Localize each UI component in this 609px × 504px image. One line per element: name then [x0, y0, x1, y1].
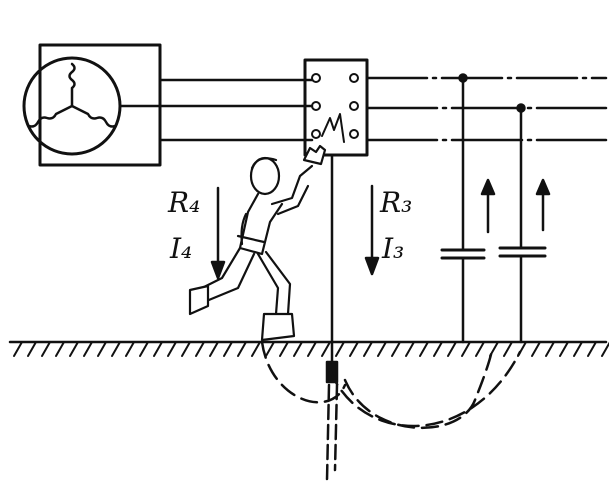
hatch-mark	[195, 341, 205, 357]
hatch-mark	[573, 341, 583, 357]
hatch-mark	[139, 341, 149, 357]
hatch-mark	[601, 341, 609, 357]
hatch-mark	[587, 341, 597, 357]
hatch-mark	[503, 341, 513, 357]
phase-lines	[118, 43, 314, 142]
terminal-right-1	[349, 73, 359, 83]
capacitive-current-arrows	[480, 178, 551, 234]
hatch-mark	[153, 341, 163, 357]
ground-current-arrow	[364, 184, 380, 276]
person-icon	[188, 144, 327, 342]
hatch-mark	[13, 341, 23, 357]
hatch-mark	[279, 341, 289, 357]
label-r3: R₃	[379, 186, 412, 219]
terminal-left-2	[311, 101, 321, 111]
hatch-mark	[559, 341, 569, 357]
hatch-mark	[237, 341, 247, 357]
terminal-left-3	[311, 129, 321, 139]
ground-hatch-icon	[8, 340, 609, 357]
hatch-mark	[27, 341, 37, 357]
capacitor-1	[440, 76, 486, 344]
hatch-mark	[69, 341, 79, 357]
phase-line-1	[158, 43, 314, 82]
terminal-right-3	[349, 129, 359, 139]
hatch-mark	[349, 341, 359, 357]
hatch-mark	[97, 341, 107, 357]
hatch-mark	[447, 341, 457, 357]
hatch-mark	[223, 341, 233, 357]
hatch-mark	[209, 341, 219, 357]
hatch-mark	[111, 341, 121, 357]
fault-spark-icon	[321, 113, 345, 143]
label-i4: I₄	[169, 232, 192, 265]
hatch-mark	[293, 341, 303, 357]
hatch-mark	[181, 341, 191, 357]
hatch-mark	[167, 341, 177, 357]
hatch-mark	[307, 341, 317, 357]
generator-wye-icon	[27, 62, 117, 128]
hatch-mark	[335, 341, 345, 357]
hatch-mark	[433, 341, 443, 357]
hatch-mark	[475, 341, 485, 357]
hatch-mark	[405, 341, 415, 357]
label-r4: R₄	[167, 186, 200, 219]
output-lines	[365, 73, 608, 142]
hatch-mark	[531, 341, 541, 357]
hatch-mark	[461, 341, 471, 357]
hatch-mark	[377, 341, 387, 357]
hatch-mark	[321, 341, 331, 357]
terminal-left-1	[311, 73, 321, 83]
hatch-mark	[83, 341, 93, 357]
hatch-mark	[125, 341, 135, 357]
hatch-mark	[55, 341, 65, 357]
capacitor-2	[498, 106, 547, 344]
soil-current-path	[260, 340, 522, 430]
hatch-mark	[419, 341, 429, 357]
label-i3: I₃	[381, 232, 404, 265]
hatch-mark	[251, 341, 261, 357]
ground-electrode	[325, 153, 339, 482]
hatch-mark	[265, 341, 275, 357]
terminal-right-2	[349, 101, 359, 111]
hatch-mark	[41, 341, 51, 357]
hatch-mark	[545, 341, 555, 357]
hatch-mark	[391, 341, 401, 357]
hatch-mark	[363, 341, 373, 357]
switch-box	[303, 58, 369, 157]
body-current-arrow	[210, 186, 226, 280]
